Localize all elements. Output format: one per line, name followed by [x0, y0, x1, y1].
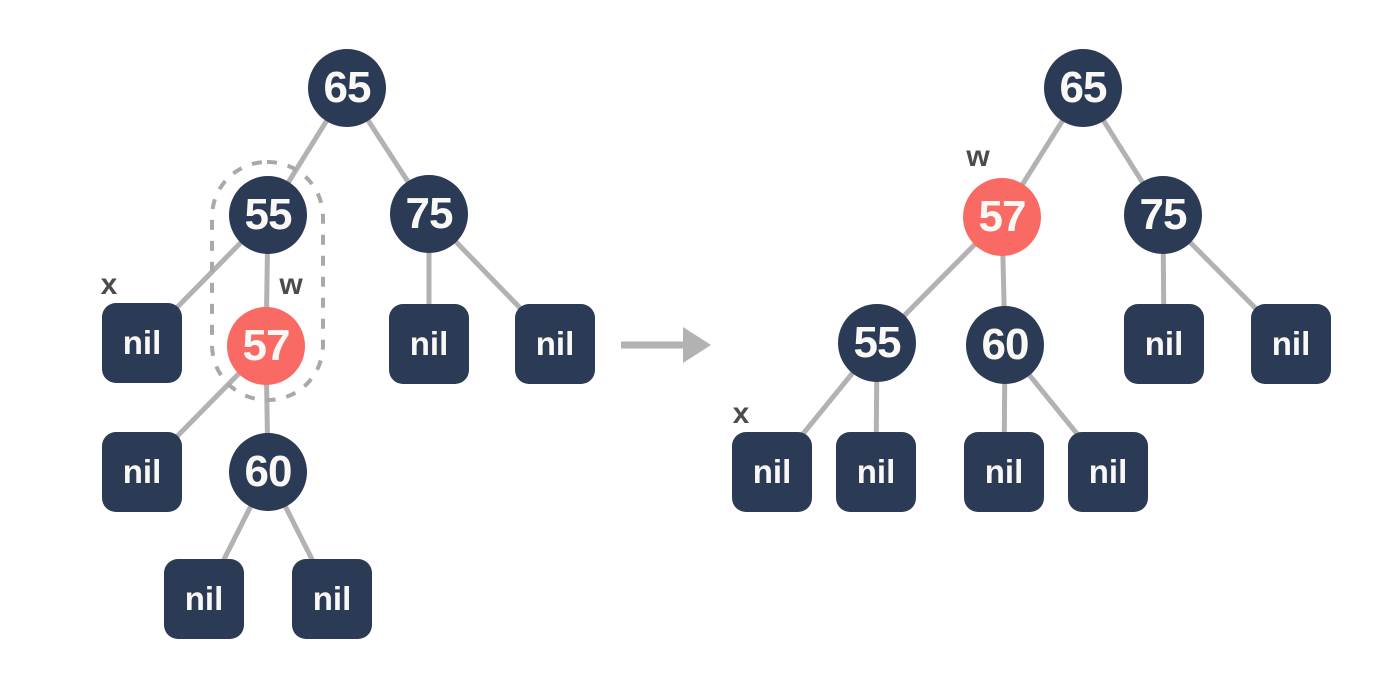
right-nil-60-left: nil	[964, 432, 1044, 512]
right-node-60: 60	[966, 306, 1044, 384]
left-node-55: 55	[229, 176, 307, 254]
right-node-65: 65	[1044, 49, 1122, 127]
highlight-capsule	[210, 160, 325, 402]
pointer-label-x-right: x	[732, 397, 750, 430]
left-nil-57-left: nil	[102, 432, 182, 512]
left-nil-75-right: nil	[515, 304, 595, 384]
pointer-label-x-left: x	[100, 268, 118, 301]
arrow-head	[683, 327, 711, 363]
left-node-65: 65	[308, 49, 386, 127]
left-node-57-highlighted: 57	[227, 307, 305, 385]
right-nil-75-left: nil	[1124, 304, 1204, 384]
pointer-label-w-left: w	[279, 268, 303, 301]
left-tree-edges	[140, 86, 557, 601]
left-node-60: 60	[229, 433, 307, 511]
right-nil-75-right: nil	[1251, 304, 1331, 384]
right-node-55: 55	[838, 304, 916, 382]
right-nil-55-left: nil	[732, 432, 812, 512]
left-nil-75-left: nil	[389, 304, 469, 384]
right-tree-edges	[770, 86, 1293, 474]
left-nil-60-right: nil	[292, 559, 372, 639]
right-nil-60-right: nil	[1068, 432, 1148, 512]
left-node-75: 75	[390, 175, 468, 253]
left-nil-60-left: nil	[164, 559, 244, 639]
right-node-75: 75	[1124, 176, 1202, 254]
right-node-57-highlighted: 57	[963, 178, 1041, 256]
left-nil-55-left: nil	[102, 303, 182, 383]
pointer-label-w-right: w	[966, 140, 990, 173]
right-nil-55-right: nil	[836, 432, 916, 512]
transform-arrow-icon	[621, 327, 711, 363]
